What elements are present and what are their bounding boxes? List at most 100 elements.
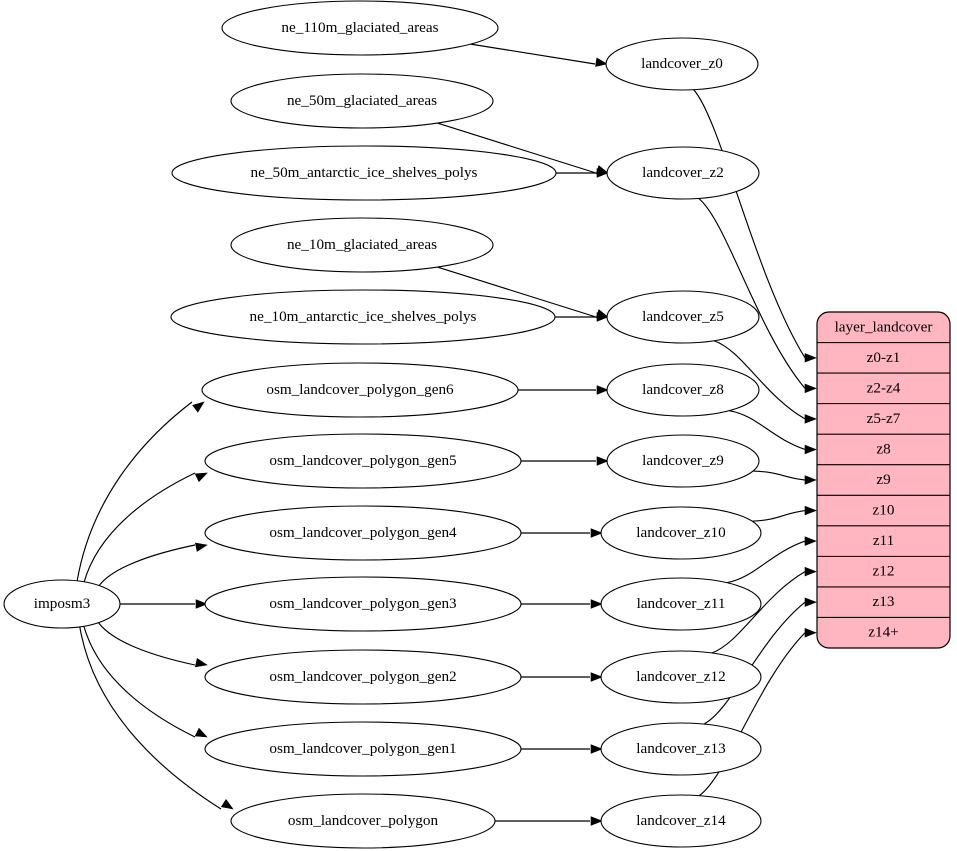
record-row-label[interactable]: z2-z4 <box>867 379 901 396</box>
node-osm_landcover_polygon_gen2[interactable]: osm_landcover_polygon_gen2 <box>204 649 522 705</box>
node-shape <box>204 649 522 705</box>
node-shape <box>201 362 519 418</box>
node-shape <box>606 434 760 488</box>
edge-arrowhead <box>595 57 608 67</box>
edge-arrowhead <box>590 528 603 538</box>
node-label: landcover_z10 <box>636 524 726 541</box>
node-landcover_z10[interactable]: landcover_z10 <box>600 506 762 560</box>
node-landcover_z0[interactable]: landcover_z0 <box>605 37 759 91</box>
edge-imposm3-to-osm_landcover_polygon_gen4 <box>98 544 196 586</box>
edge-arrowhead <box>596 312 609 322</box>
node-shape <box>171 145 557 201</box>
edge-ne_50m_glaciated_areas-to-landcover_z2 <box>437 122 597 174</box>
node-shape <box>600 650 762 704</box>
record-row-label[interactable]: z5-z7 <box>867 410 901 427</box>
node-label: ne_50m_antarctic_ice_shelves_polys <box>251 164 478 181</box>
node-shape <box>605 37 759 91</box>
node-shape <box>204 505 522 561</box>
node-label: osm_landcover_polygon_gen4 <box>269 524 457 541</box>
node-landcover_z9[interactable]: landcover_z9 <box>606 434 760 488</box>
node-osm_landcover_polygon_gen4[interactable]: osm_landcover_polygon_gen4 <box>204 505 522 561</box>
node-ne_10m_glaciated_areas[interactable]: ne_10m_glaciated_areas <box>230 217 494 273</box>
node-shape <box>600 794 762 848</box>
record-row-label[interactable]: z0-z1 <box>867 349 901 366</box>
node-landcover_z13[interactable]: landcover_z13 <box>600 722 762 776</box>
node-osm_landcover_polygon_gen5[interactable]: osm_landcover_polygon_gen5 <box>204 433 522 489</box>
edge-landcover_z10-to-layer_landcover-z10 <box>752 509 806 522</box>
node-label: osm_landcover_polygon_gen3 <box>269 595 456 612</box>
node-shape <box>204 721 522 777</box>
edge-arrowhead <box>194 542 208 552</box>
node-landcover_z11[interactable]: landcover_z11 <box>600 577 762 631</box>
edge-arrowhead <box>194 727 208 738</box>
node-osm_landcover_polygon[interactable]: osm_landcover_polygon <box>230 793 496 849</box>
edge-landcover_z5-to-layer_landcover-z5-z7 <box>713 340 806 420</box>
record-node-layer: layer_landcover z0-z1 z2-z4 z5-z7 z8 z9 z10 z11… <box>816 311 951 649</box>
node-label: osm_landcover_polygon_gen5 <box>269 452 456 469</box>
node-osm_landcover_polygon_gen1[interactable]: osm_landcover_polygon_gen1 <box>204 721 522 777</box>
edge-arrowhead <box>804 597 817 607</box>
record-row-label[interactable]: z14+ <box>868 624 899 641</box>
node-landcover_z8[interactable]: landcover_z8 <box>606 363 760 417</box>
node-landcover_z2[interactable]: landcover_z2 <box>606 146 760 200</box>
node-landcover_z12[interactable]: landcover_z12 <box>600 650 762 704</box>
edge-imposm3-to-osm_landcover_polygon <box>79 626 222 810</box>
edge-landcover_z8-to-layer_landcover-z8 <box>729 410 806 450</box>
record-row-label[interactable]: z12 <box>873 563 895 580</box>
node-ne_10m_antarctic_ice_shelves_polys[interactable]: ne_10m_antarctic_ice_shelves_polys <box>170 289 556 345</box>
record-row-label[interactable]: z13 <box>873 593 895 610</box>
node-label: ne_110m_glaciated_areas <box>281 19 438 36</box>
node-landcover_z14[interactable]: landcover_z14 <box>600 794 762 848</box>
edge-landcover_z14-to-layer_landcover-z14- <box>698 632 806 797</box>
edge-imposm3-to-osm_landcover_polygon_gen2 <box>98 622 196 666</box>
edge-imposm3-to-osm_landcover_polygon_gen1 <box>83 626 196 738</box>
node-shape <box>230 217 494 273</box>
edge-arrowhead <box>220 798 234 810</box>
edge-arrowhead <box>590 672 603 682</box>
node-shape <box>606 290 760 344</box>
record-header-label[interactable]: layer_landcover <box>835 318 933 335</box>
node-label: osm_landcover_polygon_gen2 <box>269 668 456 685</box>
edge-arrowhead <box>596 456 609 466</box>
node-label: ne_10m_glaciated_areas <box>287 236 437 253</box>
edge-arrowhead <box>804 444 817 455</box>
node-landcover_z5[interactable]: landcover_z5 <box>606 290 760 344</box>
node-shape <box>600 577 762 631</box>
edge-arrowhead <box>804 566 817 577</box>
record-background <box>816 311 951 649</box>
node-label: ne_10m_antarctic_ice_shelves_polys <box>250 308 477 325</box>
node-shape <box>204 433 522 489</box>
node-shape <box>606 363 760 417</box>
node-ne_110m_glaciated_areas[interactable]: ne_110m_glaciated_areas <box>221 0 499 56</box>
node-ne_50m_glaciated_areas[interactable]: ne_50m_glaciated_areas <box>230 73 494 129</box>
node-label: osm_landcover_polygon <box>288 812 439 829</box>
node-ne_50m_antarctic_ice_shelves_polys[interactable]: ne_50m_antarctic_ice_shelves_polys <box>171 145 557 201</box>
node-osm_landcover_polygon_gen3[interactable]: osm_landcover_polygon_gen3 <box>204 576 522 632</box>
node-imposm3[interactable]: imposm3 <box>3 579 121 629</box>
edge-imposm3-to-osm_landcover_polygon_gen6 <box>76 401 193 581</box>
node-label: imposm3 <box>34 595 91 612</box>
record-row-label[interactable]: z11 <box>873 532 894 549</box>
record-row-label[interactable]: z9 <box>876 471 890 488</box>
record-node-layer-landcover[interactable]: layer_landcover z0-z1 z2-z4 z5-z7 z8 z9 z10 z11… <box>816 311 951 649</box>
edge-arrowhead <box>590 599 603 609</box>
node-shape <box>170 289 556 345</box>
node-label: landcover_z8 <box>642 381 724 398</box>
node-label: landcover_z14 <box>636 812 726 829</box>
node-shape <box>221 0 499 56</box>
edge-arrowhead <box>194 657 208 668</box>
edge-arrowhead <box>590 816 603 826</box>
edge-landcover_z12-to-layer_landcover-z12 <box>711 571 806 654</box>
node-label: ne_50m_glaciated_areas <box>287 92 437 109</box>
record-row-label[interactable]: z10 <box>873 502 895 519</box>
node-label: landcover_z12 <box>636 668 725 685</box>
edge-landcover_z0-to-layer_landcover-z0-z1 <box>693 89 806 359</box>
edge-arrowhead <box>596 168 609 178</box>
record-row-label[interactable]: z8 <box>876 440 891 457</box>
node-osm_landcover_polygon_gen6[interactable]: osm_landcover_polygon_gen6 <box>201 362 519 418</box>
edge-arrowhead <box>804 414 817 424</box>
edge-arrowhead <box>194 472 208 483</box>
node-label: osm_landcover_polygon_gen1 <box>269 740 456 757</box>
node-label: landcover_z13 <box>636 740 725 757</box>
